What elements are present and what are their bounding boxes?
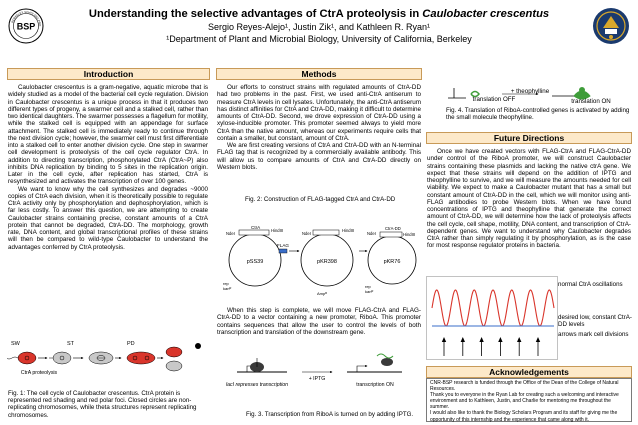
ctra-oscillation-line [431,289,555,327]
ack-line-1: CNR-BSP research is funded through the O… [430,380,619,393]
fig1-label-sw: SW [11,341,21,347]
ack-line-3: I would also like to thank the Biology S… [430,410,618,423]
p1-ctra-label: CtrA [251,225,261,230]
fig3-middle-label: + IPTG [309,376,326,382]
methods-paragraph-1: Our efforts to construct strains with re… [217,84,421,142]
flag-tag-box [278,248,288,254]
division-arrow-head [517,337,522,342]
poster-title: Understanding the selective advantages o… [50,8,588,21]
fig4-plus-label: + theophylline [510,88,550,95]
division-arrow-head [460,337,465,342]
plasmid-name-3: pKR76 [384,259,401,265]
methods-paragraph-2: We are first creating versions of CtrA a… [217,142,421,171]
intro-paragraph-1: Caulobacter crescentus is a gram-negativ… [8,84,208,186]
authors: Sergio Reyes-Alejo¹, Justin Zik¹, and Ka… [207,22,431,32]
mrna-transcript [376,353,394,359]
division-arrow-head [479,337,484,342]
daughter-swarmer [165,346,183,358]
title-italic: Caulobacter crescentus [422,8,550,20]
p2-hindiii-label: HindIII [342,228,354,233]
methods-paragraph-3: When this step is complete, we will move… [217,307,421,336]
p1-hindiii-label: HindIII [271,228,283,233]
acknowledgements-box: CNR-BSP research is funded through the O… [426,378,632,423]
intro-paragraph-2: We want to know why the cell synthesizes… [8,185,208,251]
ctra-oscillation-plot [426,276,558,360]
riboswitch-off [448,88,466,99]
future-text: Once we have created vectors with FLAG-C… [427,148,631,250]
p1-ndei-label: NdeI [226,231,235,236]
bsp-logo-text: BSP [17,22,36,32]
division-arrow-head [441,337,447,342]
p1-kan-label: kanᴿ [223,286,231,291]
p1-rep-label: rep [223,281,230,286]
ctra-gene-1 [238,229,270,236]
header-methods: Methods [216,68,422,80]
flag-label: FLAG [277,243,289,248]
fig3-caption: Fig. 3. Transcription from RiboA is turn… [246,411,414,418]
predivisional-cell [126,351,156,365]
fig3-left-label: lacI represses transcription [226,382,288,388]
fig4-translation-diagram [448,87,591,100]
title-bar: BSP BERKELEY SCHOLARS PROGRAM Understand… [0,0,638,56]
header-acknowledgements: Acknowledgements [426,366,632,378]
future-paragraph-1: Once we have created vectors with FLAG-C… [427,148,631,250]
fig2-plasmid-diagram: CtrA NdeI HindIII pSS39 rep kanᴿ FLAG Nd… [223,225,417,296]
header-future-directions: Future Directions [426,132,632,144]
fig4-caption: Fig. 4. Translation of RiboA-controlled … [446,107,630,122]
legend-desired: desired low, constant CtrA-DD levels [558,314,632,329]
division-arrow-head [535,337,541,342]
daughter-stalked [165,360,183,372]
fig1-label-st: ST [67,341,75,347]
methods-text: Our efforts to construct strains with re… [217,84,421,171]
p3-rep-label: rep [365,284,372,289]
swarmer-cell [17,351,37,365]
p3-ctradd-label: CtrA-DD [385,226,401,231]
fig1-cell-cycle-diagram: SW ST PD CtrA proteolysis [7,341,201,376]
ack-line-2: Thank you to everyone in the Ryan Lab fo… [430,392,619,411]
intro-text: Caulobacter crescentus is a gram-negativ… [8,84,208,251]
laci-released [381,358,393,366]
methods-text-2: When this step is complete, we will move… [217,307,421,336]
uc-seal-logo [593,8,629,44]
fig1-caption: Fig. 1: The cell cycle of Caulobacter cr… [8,390,197,419]
fig3-transcription-diagram: lacI represses transcription + IPTG tran… [226,353,402,388]
fig1-label-dot [195,343,201,349]
ctra-gene-2 [312,229,340,236]
title-main: Understanding the selective advantages o… [88,8,420,20]
fig2-caption: Fig. 2: Construction of FLAG-tagged CtrA… [245,196,396,203]
riboswitch-on [573,90,591,100]
fig1-label-proteolysis: CtrA proteolysis [21,370,58,376]
stalked-cell [52,351,72,365]
header-introduction: Introduction [7,68,210,80]
plasmid-name-2: pKR398 [317,259,337,265]
legend-oscillation: normal CtrA oscillations [558,281,623,288]
legend-arrows: arrows mark cell divisions [558,331,629,338]
fig4-on-label: translation ON [571,98,611,105]
p2-amp-label: Ampᴿ [317,291,327,296]
fig4-off-label: translation OFF [472,96,516,103]
p3-hindiii-label: HindIII [403,232,415,237]
p3-ndei-label: NdeI [367,231,376,236]
division-arrows [441,337,541,356]
fig3-right-label: transcription ON [356,382,394,388]
p2-ndei-label: NdeI [302,231,311,236]
bsp-logo: BSP BERKELEY SCHOLARS PROGRAM [8,8,44,44]
ctradd-gene [379,231,403,238]
p3-kan-label: kanᴿ [365,289,373,294]
plasmid-name-1: pSS39 [247,259,264,265]
affiliation: ¹Department of Plant and Microbial Biolo… [166,34,472,44]
division-arrow-head [498,337,503,342]
fig1-label-pd: PD [127,341,135,347]
